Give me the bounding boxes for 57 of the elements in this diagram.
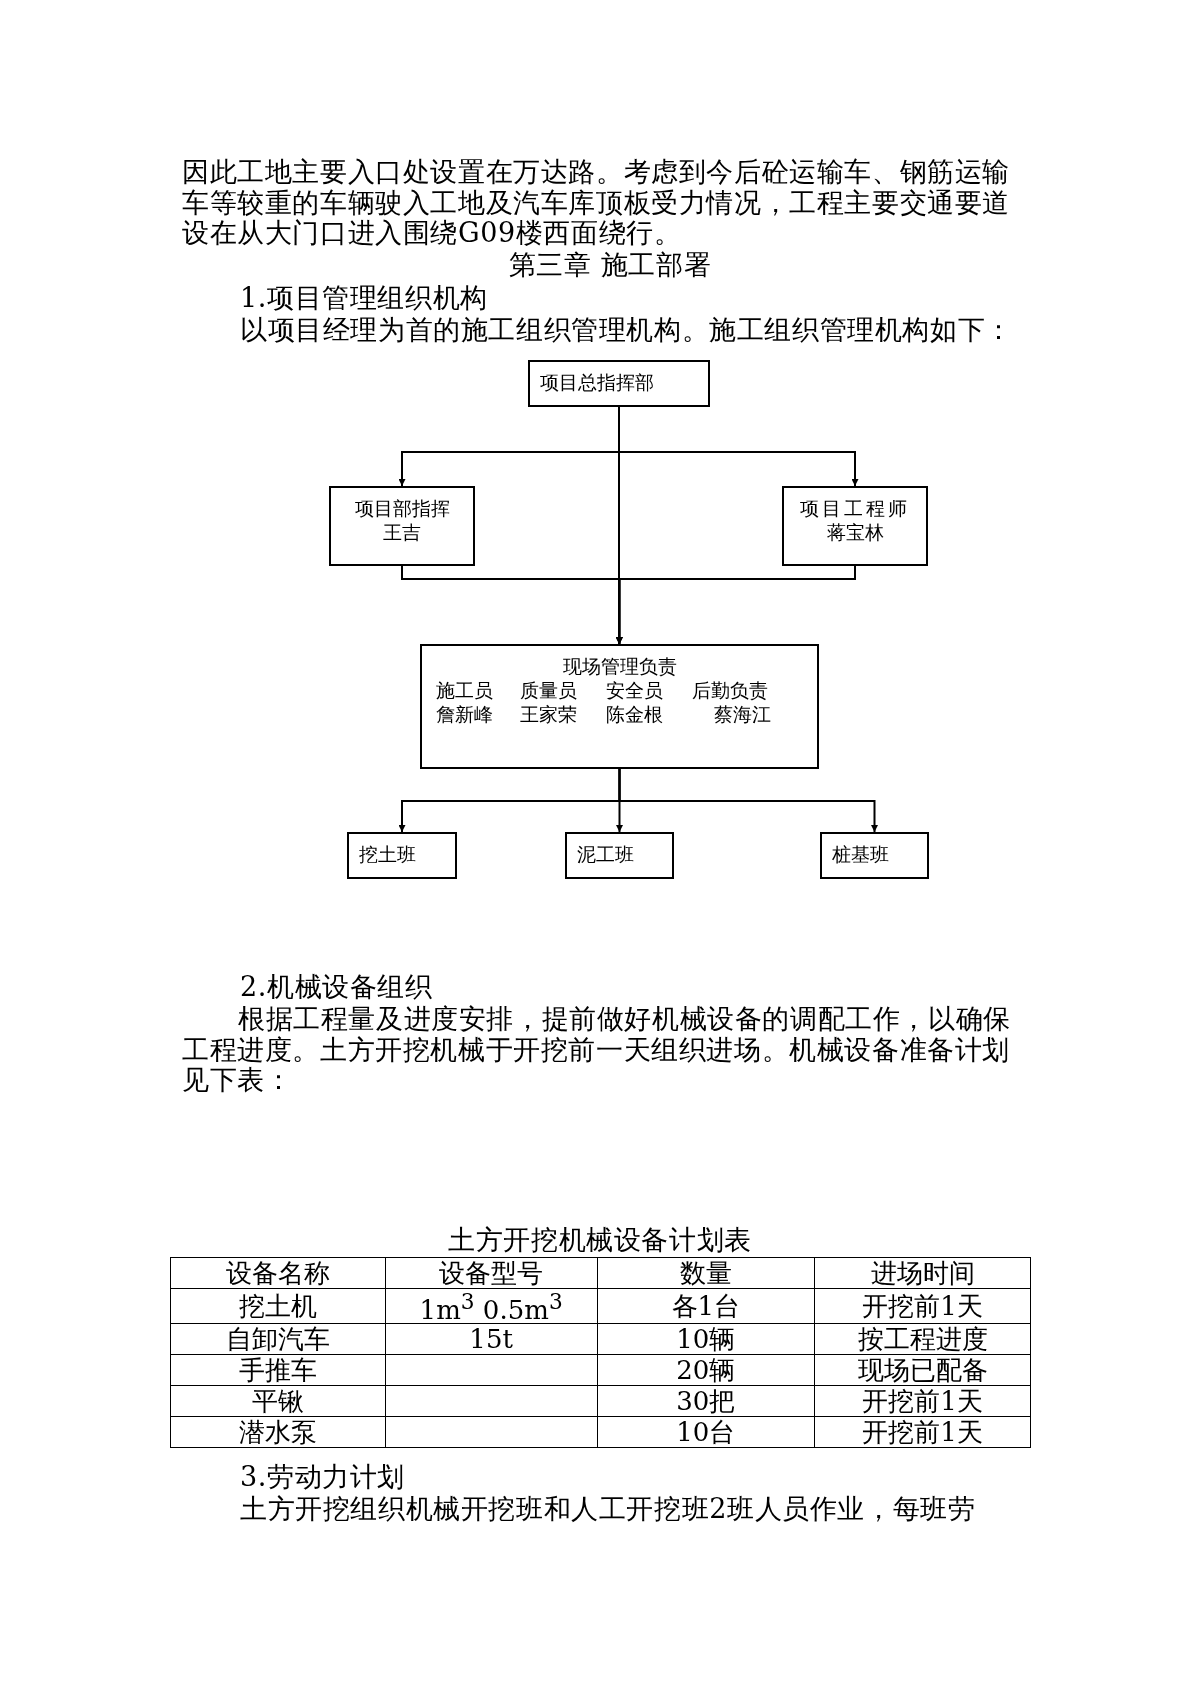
table-data: 开挖前1天 (862, 1385, 983, 1416)
org-box (528, 360, 710, 407)
group-heading: 现场管理负责 (562, 654, 677, 678)
node-title: 桩基班 (832, 842, 889, 866)
person-name: 王吉 (383, 520, 421, 544)
heading-text: 第三章 施工部署 (507, 250, 713, 281)
paragraph-text: 1.项目管理组织机构 (240, 283, 489, 314)
table-header: 设备型号 (439, 1258, 544, 1288)
role-text: 施工员 (436, 678, 494, 702)
table-header: 进场时间 (870, 1258, 975, 1288)
table-data: 各1台 (671, 1290, 741, 1321)
org-box (420, 644, 819, 769)
node-title: 项目部指挥 (354, 496, 450, 520)
table-data: 10台 (676, 1416, 736, 1447)
role-text: 后勤负责 (692, 678, 769, 702)
person-name: 王家荣 (520, 702, 578, 726)
table-data: 20辆 (676, 1354, 736, 1385)
paragraph-text: 3.劳动力计划 (240, 1462, 406, 1493)
role-text: 质量员 (520, 678, 578, 702)
table-data: 开挖前1天 (862, 1416, 983, 1447)
org-box (820, 832, 929, 879)
node-title: 泥工班 (577, 842, 634, 866)
node-title: 挖土班 (359, 842, 416, 866)
table-data: 按工程进度 (857, 1323, 988, 1354)
paragraph-text: 因此工地主要入口处设置在万达路。考虑到今后砼运输车、钢筋运输车等较重的车辆驶入工地及汽车库顶板受力情况，工程主要交通要道设在从大门口进入围绕G09楼西面绕行。 (182, 157, 1011, 249)
connector-arrow (618, 768, 878, 833)
person-name: 蔡海江 (712, 702, 772, 726)
table-data: 10辆 (676, 1323, 736, 1354)
paragraph-text: 土方开挖组织机械开挖班和人工开挖班2班人员作业，每班劳 (240, 1494, 977, 1525)
connector-arrow (615, 406, 623, 645)
table-data: 1m$^{3}$ 0.5m$^{3}$ (419, 1294, 563, 1325)
table-data: 挖土机 (238, 1290, 317, 1321)
paragraph-text: 根据工程量及进度安排，提前做好机械设备的调配工作，以确保工程进度。土方开挖机械于开挖前一天组织进场。机械设备准备计划见下表： (182, 1004, 1012, 1096)
table-data: 开挖前1天 (862, 1290, 983, 1321)
org-box (782, 486, 928, 566)
org-box (329, 486, 475, 566)
table-data: 自卸汽车 (225, 1323, 330, 1354)
table-data: 手推车 (238, 1354, 317, 1385)
person-name: 陈金根 (606, 702, 664, 726)
table-data: 潜水泵 (238, 1416, 317, 1447)
table-header: 设备名称 (225, 1258, 330, 1288)
org-box (565, 832, 674, 879)
connector-arrow (616, 565, 856, 645)
heading-text: 土方开挖机械设备计划表 (447, 1225, 753, 1256)
table-data: 30把 (676, 1385, 736, 1416)
table-header: 数量 (679, 1258, 732, 1288)
paragraph-text: 2.机械设备组织 (240, 972, 434, 1003)
person-name: 蒋宝林 (826, 520, 884, 544)
role-text: 安全员 (606, 678, 664, 702)
table-data: 平锹 (251, 1385, 304, 1416)
table-data: 15t (469, 1323, 513, 1354)
person-name: 詹新峰 (436, 702, 494, 726)
paragraph-text: 以项目经理为首的施工组织管理机构。施工组织管理机构如下： (240, 315, 1014, 346)
table-data: 现场已配备 (857, 1354, 988, 1385)
node-title: 项目工程师 (800, 496, 910, 520)
org-box (347, 832, 457, 879)
node-title: 项目总指挥部 (540, 370, 654, 394)
